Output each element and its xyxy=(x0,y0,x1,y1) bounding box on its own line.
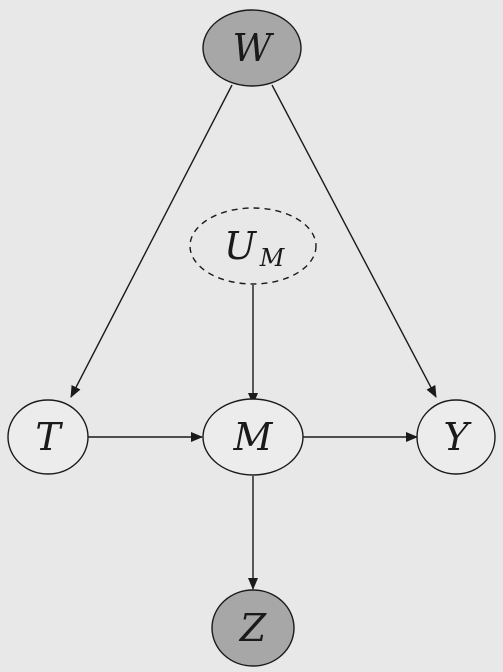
node-um: U M xyxy=(189,207,317,285)
node-um-subscript: M xyxy=(259,244,286,272)
node-y: Y xyxy=(416,399,496,475)
node-y-shape xyxy=(416,399,496,475)
edge-w-to-y xyxy=(271,84,437,398)
node-w-label: W xyxy=(232,26,274,70)
node-um-label: U xyxy=(224,224,258,268)
edge-w-to-t xyxy=(70,84,233,398)
node-m: M xyxy=(202,398,304,476)
node-um-shape xyxy=(189,207,317,285)
node-t-shape xyxy=(7,399,89,475)
node-m-shape xyxy=(202,398,304,476)
node-m-label: M xyxy=(233,415,274,459)
node-y-label: Y xyxy=(443,415,472,459)
node-t: T xyxy=(7,399,89,475)
node-z-label: Z xyxy=(239,606,267,650)
node-w-shape xyxy=(202,9,302,87)
node-w: W xyxy=(202,9,302,87)
node-t-label: T xyxy=(35,415,63,459)
edges xyxy=(70,84,437,590)
node-z-shape xyxy=(211,589,295,667)
node-z: Z xyxy=(211,589,295,667)
